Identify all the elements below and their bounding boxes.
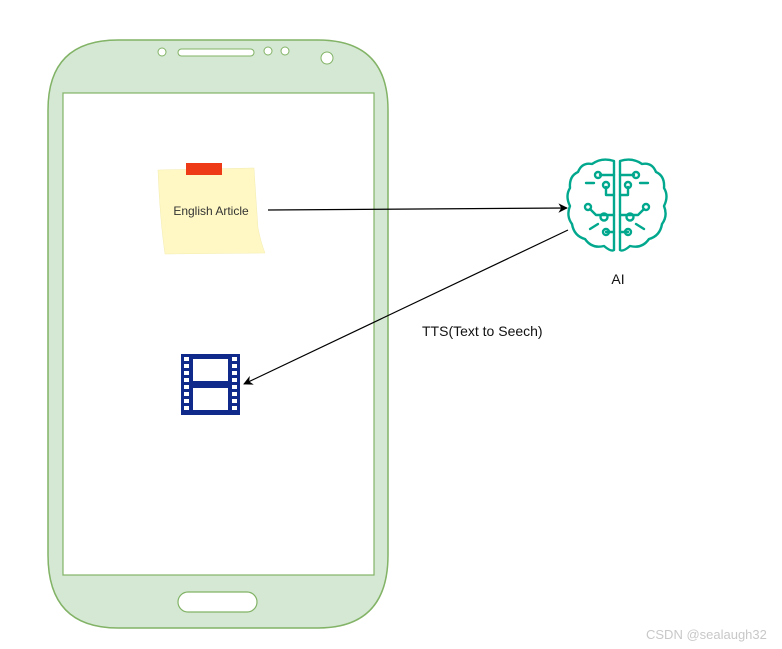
- brain-node: [593, 170, 603, 180]
- film-window-bottom: [193, 388, 228, 410]
- brain-node: [623, 180, 633, 190]
- brain-node: [641, 202, 651, 212]
- phone-camera-right: [320, 51, 334, 65]
- ai-label: AI: [611, 271, 625, 287]
- brain-outline-left: [566, 158, 616, 252]
- sticky-note-tab: [186, 163, 222, 175]
- smartphone-icon: [47, 39, 389, 629]
- brain-node: [583, 202, 593, 212]
- watermark: CSDN @sealaugh32: [646, 627, 767, 642]
- brain-node: [601, 227, 611, 237]
- film-strip-icon: [181, 354, 240, 415]
- sticky-note-icon: [157, 163, 266, 255]
- brain-node: [601, 180, 611, 190]
- brain-node: [625, 212, 635, 222]
- brain-outline-right: [618, 158, 668, 252]
- brain-node: [623, 227, 633, 237]
- arrow-note-to-ai: [267, 203, 568, 213]
- note-label: English Article: [173, 204, 249, 218]
- sticky-note-paper: [157, 167, 266, 255]
- tts-edge-label: TTS(Text to Seech): [422, 323, 543, 339]
- phone-sensor-2: [280, 46, 290, 56]
- film-window-top: [193, 359, 228, 381]
- phone-sensor-1: [263, 46, 273, 56]
- phone-camera-left: [157, 47, 167, 57]
- brain-node: [631, 170, 641, 180]
- ai-brain-icon: [566, 158, 668, 252]
- phone-speaker: [177, 48, 255, 57]
- brain-node: [599, 212, 609, 222]
- phone-home-button[interactable]: [177, 591, 258, 613]
- arrow-ai-to-video: [243, 229, 569, 385]
